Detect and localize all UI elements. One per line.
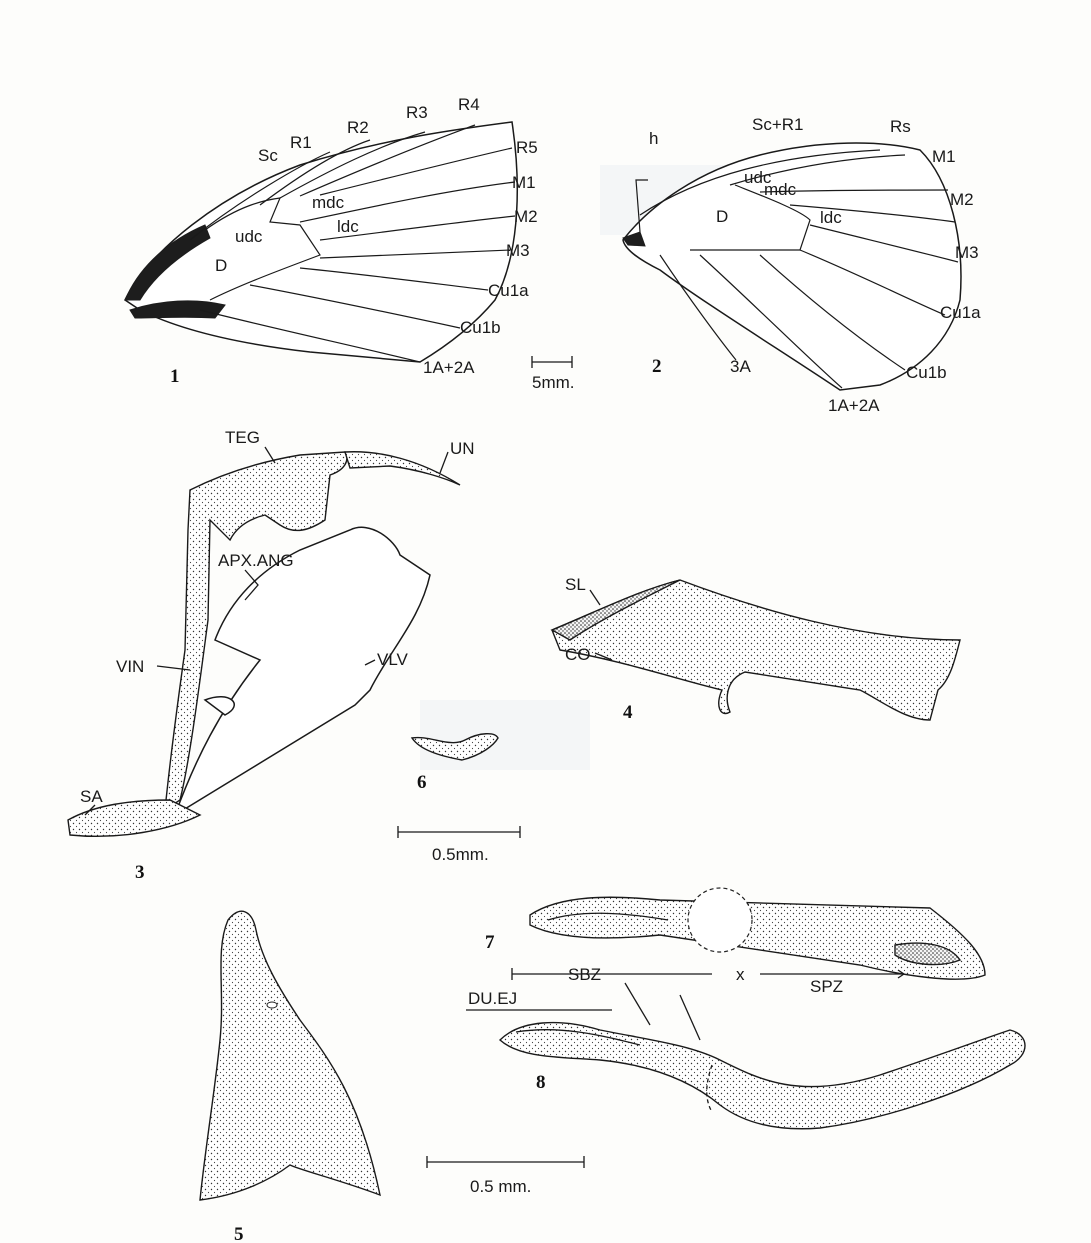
label-cu1a: Cu1a (940, 303, 981, 322)
label-x: x (736, 965, 745, 984)
valva-shape (552, 580, 960, 720)
label-rs: Rs (890, 117, 911, 136)
label-cu1b: Cu1b (460, 318, 501, 337)
figure-number-7: 7 (485, 932, 495, 953)
valva-inner-fold (205, 697, 234, 715)
label-vin: VIN (116, 657, 144, 676)
label-sl: SL (565, 575, 586, 594)
wing-scale-bar: 5mm. (532, 356, 575, 392)
label-ldc: ldc (337, 217, 359, 236)
label-m2: M2 (950, 190, 974, 209)
label-ldc: ldc (820, 208, 842, 227)
aedeagus-lateral-figure: DU.EJ 8 (466, 983, 1025, 1129)
bottom-scale-label: 0.5 mm. (470, 1177, 531, 1196)
label-co: CO (565, 645, 591, 664)
valva-figure: SL CO 4 (552, 575, 960, 723)
figure-number-2: 2 (652, 356, 662, 377)
juxta-shape (200, 911, 380, 1200)
figure-number-1: 1 (170, 366, 180, 387)
label-1a2a: 1A+2A (423, 358, 475, 377)
label-d: D (716, 207, 728, 226)
label-m3: M3 (506, 241, 530, 260)
label-r3: R3 (406, 103, 428, 122)
label-h: h (649, 129, 658, 148)
valva-lateral-shape (175, 527, 430, 815)
uncus-shape (345, 452, 460, 485)
figure-number-8: 8 (536, 1072, 546, 1093)
genitalia-lateral-figure: TEG UN APX.ANG VIN VLV SA 3 (68, 428, 475, 883)
label-spz: SPZ (810, 977, 843, 996)
label-r5: R5 (516, 138, 538, 157)
label-3a: 3A (730, 357, 751, 376)
figure-number-4: 4 (623, 702, 633, 723)
label-m1: M1 (512, 173, 536, 192)
mid-scale-bar: 0.5mm. (398, 826, 520, 864)
label-sa: SA (80, 787, 103, 806)
label-sc: Sc (258, 146, 278, 165)
label-m3: M3 (955, 243, 979, 262)
forewing-figure: Sc R1 R2 R3 R4 R5 M1 M2 M3 Cu1a Cu1b 1A+… (125, 95, 538, 387)
juxta-figure: 5 (200, 911, 380, 1243)
label-r4: R4 (458, 95, 480, 114)
label-r1: R1 (290, 133, 312, 152)
label-un: UN (450, 439, 475, 458)
paper-shade (420, 700, 590, 770)
label-udc: udc (235, 227, 263, 246)
label-sbz: SBZ (568, 965, 601, 984)
bottom-scale-bar: 0.5 mm. (427, 1156, 584, 1196)
label-sc-r1: Sc+R1 (752, 115, 804, 134)
figure-number-3: 3 (135, 862, 145, 883)
label-d: D (215, 256, 227, 275)
label-cu1a: Cu1a (488, 281, 529, 300)
aedeagus7-circle (688, 888, 752, 952)
label-teg: TEG (225, 428, 260, 447)
juxta-hole (267, 1002, 277, 1008)
label-mdc: mdc (764, 180, 797, 199)
label-r2: R2 (347, 118, 369, 137)
label-cu1b: Cu1b (906, 363, 947, 382)
wing-scale-label: 5mm. (532, 373, 575, 392)
aedeagus8-shape (500, 1023, 1025, 1129)
label-apx-ang: APX.ANG (218, 551, 294, 570)
label-m1: M1 (932, 147, 956, 166)
mid-scale-label: 0.5mm. (432, 845, 489, 864)
figure-number-5: 5 (234, 1224, 244, 1243)
label-1a2a: 1A+2A (828, 396, 880, 415)
hindwing-figure: Sc+R1 Rs M1 M2 M3 Cu1a Cu1b 1A+2A 3A h u… (623, 115, 981, 415)
label-du-ej: DU.EJ (468, 989, 517, 1008)
figure-number-6: 6 (417, 772, 427, 793)
label-m2: M2 (514, 207, 538, 226)
aedeagus-dorsal-figure: 7 SBZ x SPZ (485, 888, 985, 996)
label-mdc: mdc (312, 193, 345, 212)
label-vlv: VLV (377, 650, 409, 669)
